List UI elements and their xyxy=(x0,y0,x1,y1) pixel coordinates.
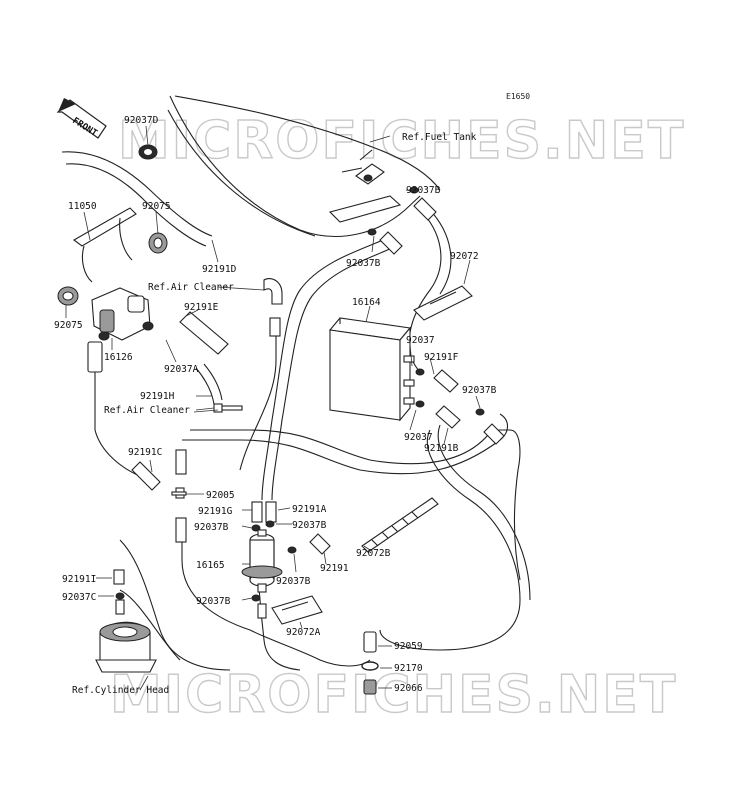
canister-16164 xyxy=(328,317,415,422)
elbow-air-cleaner xyxy=(263,277,283,337)
label-92037C: 92037C xyxy=(62,592,96,603)
hose-92191I xyxy=(113,569,125,585)
label-92170: 92170 xyxy=(394,663,423,674)
label-92191A: 92191A xyxy=(292,504,327,515)
label-92191: 92191 xyxy=(320,563,349,574)
hose-under-separator xyxy=(257,603,267,619)
label-92075-lower: 92075 xyxy=(54,320,83,331)
label-92191C: 92191C xyxy=(128,447,162,458)
label-92037B-5: 92037B xyxy=(406,185,441,196)
label-92072B: 92072B xyxy=(356,548,391,559)
joint-92005 xyxy=(171,487,187,499)
label-92191B: 92191B xyxy=(424,443,459,454)
label-92075-upper: 92075 xyxy=(142,201,171,212)
hose-pipe-left xyxy=(87,341,103,373)
clamps-canister xyxy=(367,186,485,416)
label-92191G: 92191G xyxy=(198,506,233,517)
hose-tank-center xyxy=(379,231,403,255)
reference-labels: Ref.Fuel Tank Ref.Air Cleaner Ref.Air Cl… xyxy=(72,132,477,696)
label-92037-upper: 92037 xyxy=(406,335,435,346)
watermark-top: MICROFICHES.NET xyxy=(118,111,685,171)
separator-16165 xyxy=(241,529,283,593)
label-92191D: 92191D xyxy=(202,264,237,275)
hose-right-short xyxy=(483,423,505,445)
clip-92170 xyxy=(361,661,379,671)
label-92037B-1: 92037B xyxy=(194,522,229,533)
label-16126: 16126 xyxy=(104,352,133,363)
part-labels: 92037D 11050 92075 92191D 92075 16126 92… xyxy=(54,115,497,694)
pipe-vertical-center xyxy=(175,449,187,543)
hose-92191G xyxy=(251,501,263,523)
label-92005: 92005 xyxy=(206,490,235,501)
clamp-92037D xyxy=(138,144,158,160)
label-92037-lower: 92037 xyxy=(404,432,433,443)
bracket-92072A xyxy=(271,595,323,625)
ref-fuel-tank: Ref.Fuel Tank xyxy=(402,132,477,143)
label-92072A: 92072A xyxy=(286,627,321,638)
hose-92191C xyxy=(131,461,161,491)
clamp-92037C xyxy=(115,592,125,615)
label-92066: 92066 xyxy=(394,683,423,694)
label-92191I: 92191I xyxy=(62,574,96,585)
hose-routing xyxy=(61,151,531,671)
hose-92191F xyxy=(433,369,459,393)
front-arrow-icon: FRONT xyxy=(56,98,107,139)
label-92037B-6: 92037B xyxy=(346,258,381,269)
grommet-92075-upper xyxy=(148,232,168,254)
joint-tee xyxy=(213,403,243,413)
cylinder-head-fitting xyxy=(95,621,157,673)
label-92037B-4: 92037B xyxy=(196,596,231,607)
cap-92066 xyxy=(363,679,377,695)
valve-16126 xyxy=(91,287,154,341)
hose-92191 xyxy=(309,533,331,555)
tank-fitting xyxy=(341,149,385,185)
band-92072B xyxy=(361,497,439,553)
label-92191H: 92191H xyxy=(140,391,175,402)
label-92191E: 92191E xyxy=(184,302,219,313)
label-92037B-7: 92037B xyxy=(462,385,497,396)
label-16165: 16165 xyxy=(196,560,225,571)
hose-92191H xyxy=(195,363,223,405)
watermark-bottom: MICROFICHES.NET xyxy=(110,665,677,725)
ref-air-cleaner-lower: Ref.Air Cleaner xyxy=(104,405,190,416)
grommet-92075-lower xyxy=(57,286,79,306)
bracket-11050 xyxy=(73,207,137,283)
hose-tank-right xyxy=(413,197,437,221)
ref-air-cleaner-upper: Ref.Air Cleaner xyxy=(148,282,234,293)
label-92191F: 92191F xyxy=(424,352,459,363)
hose-92191E xyxy=(179,311,229,355)
hose-92191B xyxy=(435,405,461,429)
hose-92059 xyxy=(363,631,377,653)
label-16164: 16164 xyxy=(352,297,381,308)
label-92037B-3: 92037B xyxy=(276,576,311,587)
label-92037A: 92037A xyxy=(164,364,199,375)
hose-92191A xyxy=(265,501,277,523)
label-92059: 92059 xyxy=(394,641,423,652)
bracket-92072 xyxy=(413,285,473,321)
label-92072: 92072 xyxy=(450,251,479,262)
label-11050: 11050 xyxy=(68,201,97,212)
label-92037B-2: 92037B xyxy=(292,520,327,531)
label-92037D: 92037D xyxy=(124,115,159,126)
fuel-tank-outline xyxy=(167,95,441,237)
leader-lines xyxy=(65,125,481,691)
diagram-code: E1650 xyxy=(506,92,530,101)
ref-cylinder-head: Ref.Cylinder Head xyxy=(72,685,169,696)
